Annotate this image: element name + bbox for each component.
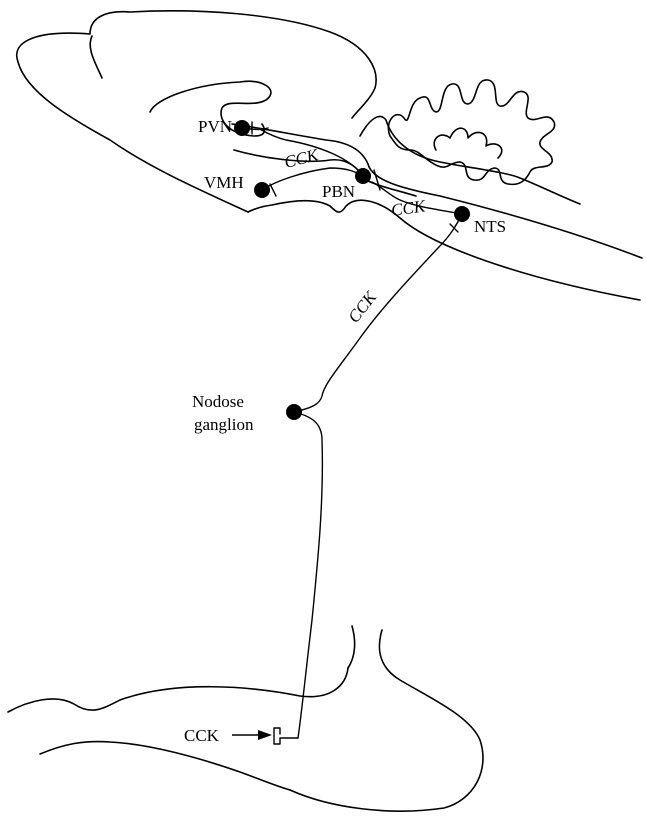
brainstem-upper xyxy=(232,124,642,258)
cck-brainstem-label: CCK xyxy=(390,196,428,220)
nodose-label-line1: Nodose xyxy=(192,392,244,411)
cerebellum-lobules xyxy=(434,128,502,158)
cck-arrow-head xyxy=(258,730,272,740)
stomach-upper xyxy=(8,668,348,712)
duodenum-lower xyxy=(40,742,290,791)
vagal-central-branch xyxy=(294,214,462,412)
pvn-label: PVN xyxy=(198,117,232,136)
vmh-label: VMH xyxy=(204,173,244,192)
cerebellum-base xyxy=(360,117,580,204)
cck-vagal-label: CCK xyxy=(344,287,381,327)
esophagus-right xyxy=(290,630,483,811)
nodose-soma xyxy=(286,404,302,420)
gut-cck-label: CCK xyxy=(184,726,220,745)
neural-pathway xyxy=(244,122,462,744)
gut-cck-arrow xyxy=(232,730,272,740)
vmh-soma xyxy=(254,182,270,198)
vagal-peripheral-branch xyxy=(294,412,322,738)
pbn-label: PBN xyxy=(322,182,355,201)
sulcus xyxy=(90,36,102,78)
cerebellum-folia xyxy=(388,80,554,185)
brain-outline xyxy=(17,11,642,300)
nts-terminal xyxy=(450,224,458,232)
nodose-label-line2: ganglion xyxy=(194,415,254,434)
vmh-terminal xyxy=(270,184,276,196)
nts-soma xyxy=(454,206,470,222)
cck-forebrain-label: CCK xyxy=(282,145,321,172)
hypothalamus-contour xyxy=(248,200,640,300)
gut-terminal xyxy=(274,728,298,744)
pbn-terminal xyxy=(374,170,380,190)
nts-label: NTS xyxy=(474,217,506,236)
gut-outline xyxy=(8,626,483,811)
pvn-soma xyxy=(234,120,250,136)
esophagus-left xyxy=(348,626,355,668)
pbn-soma xyxy=(355,168,371,184)
